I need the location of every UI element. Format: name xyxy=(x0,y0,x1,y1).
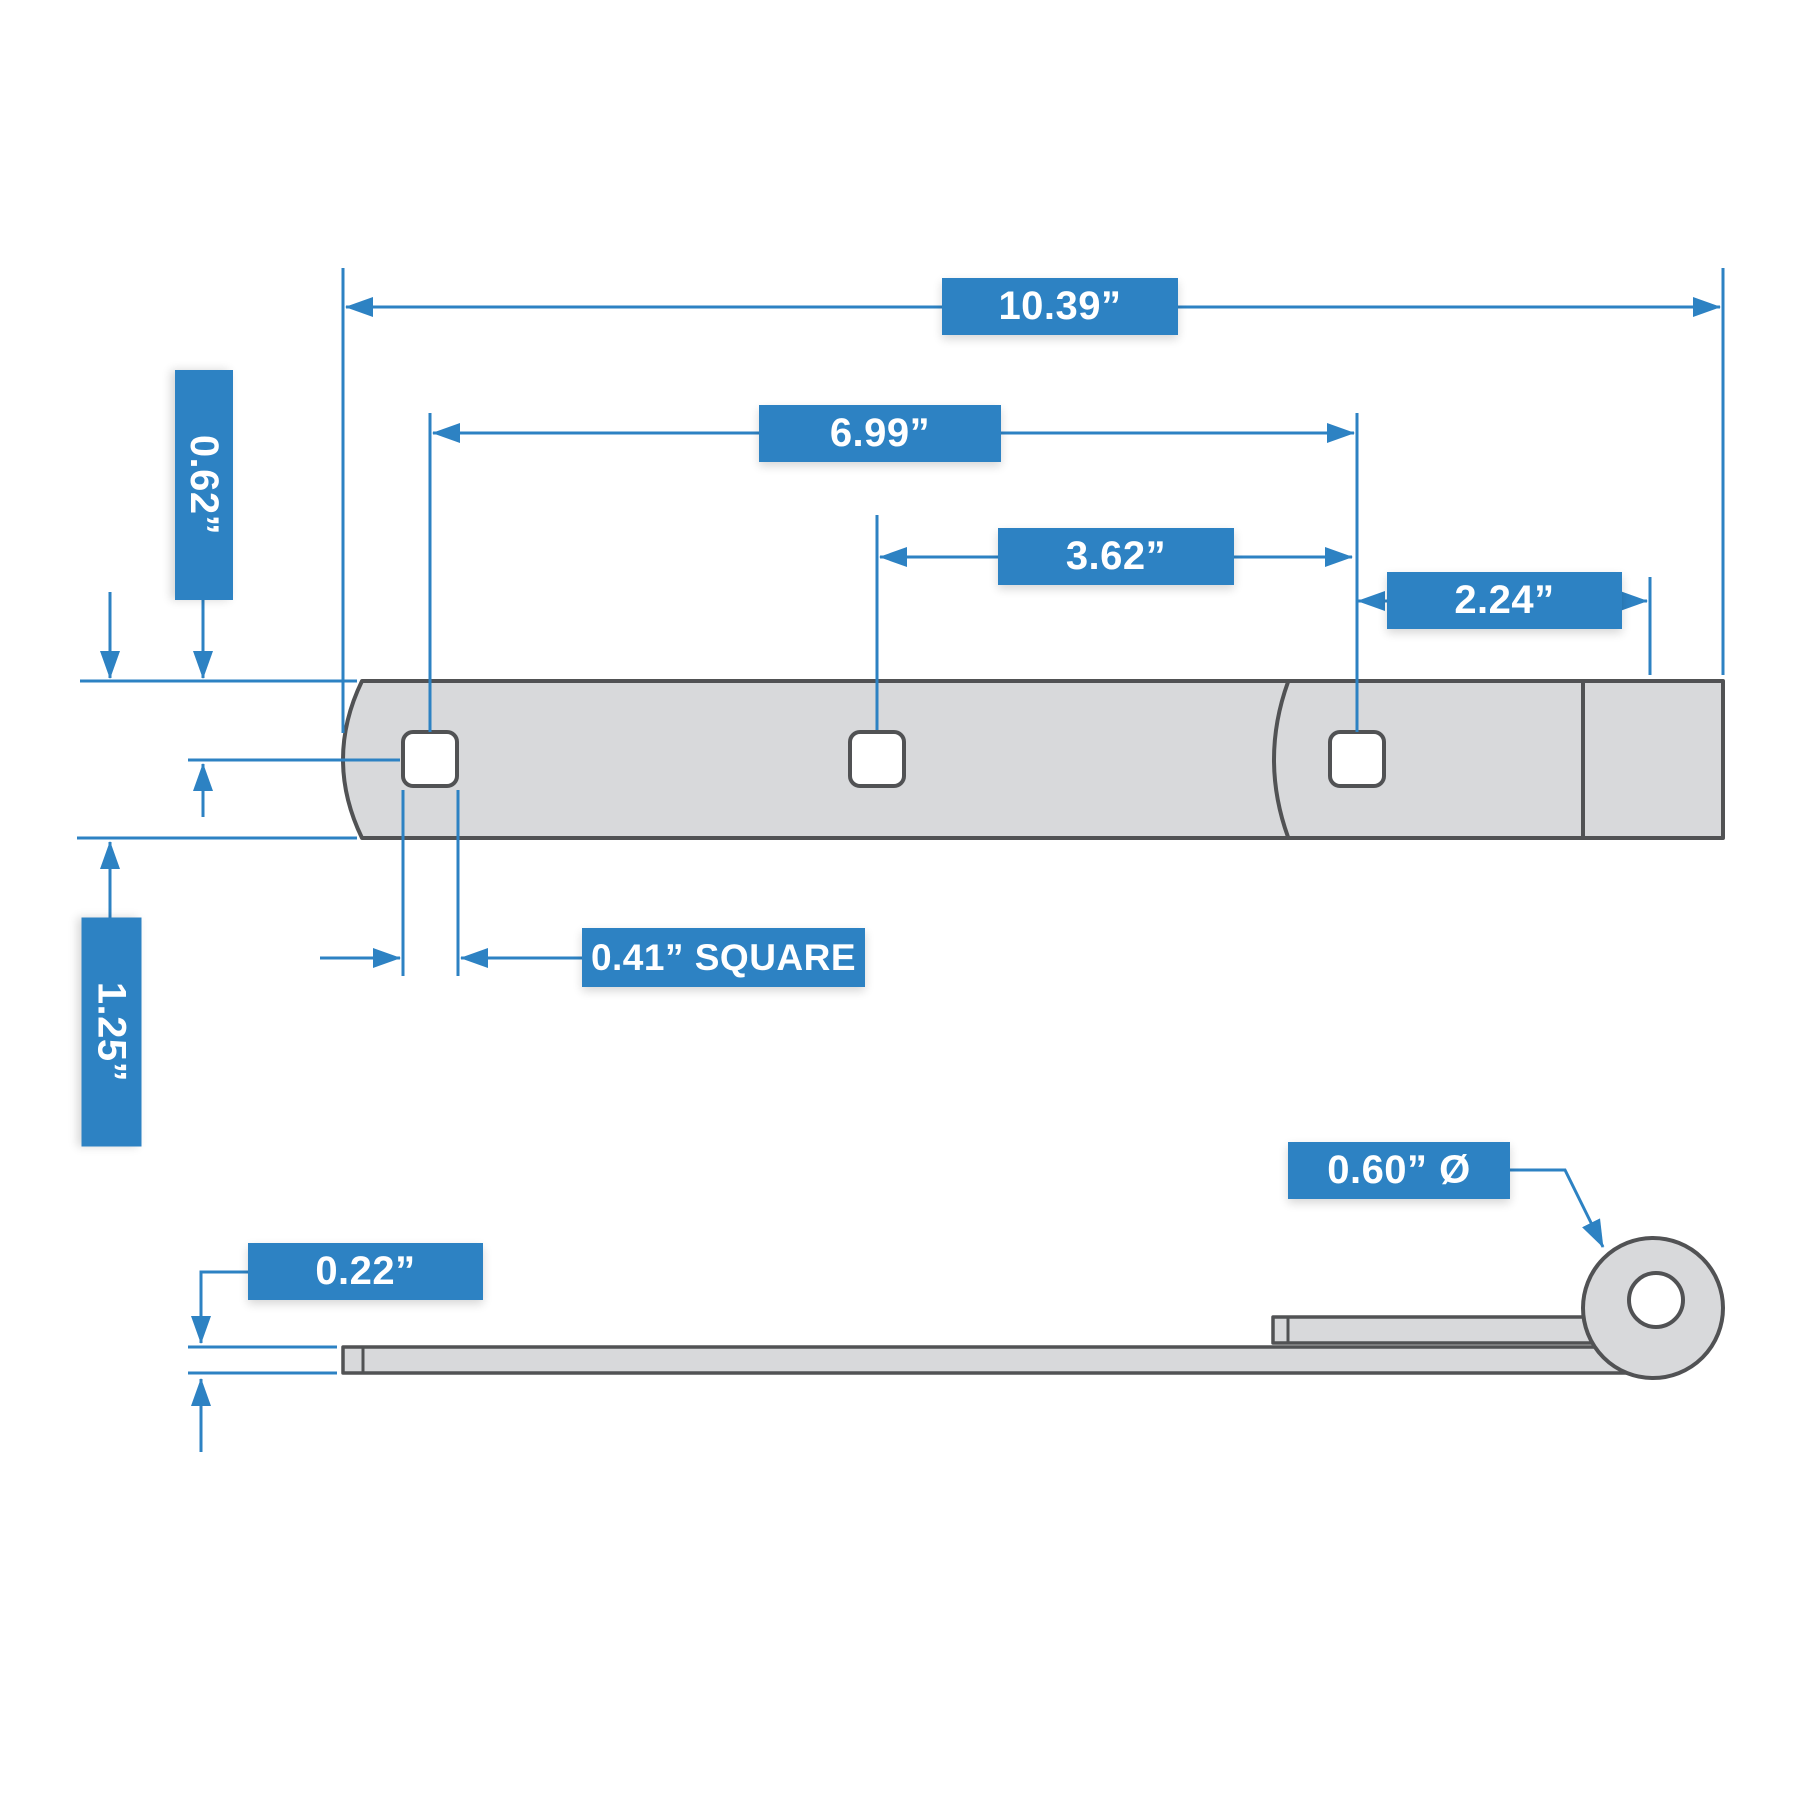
dim-label-hole1-to-hole3: 6.99” xyxy=(759,405,1001,462)
dim-label-hole3-to-pin: 2.24” xyxy=(1387,572,1622,629)
dim-label-thickness: 0.22” xyxy=(248,1243,483,1300)
dim-label-hole-size: 0.41” SQUARE xyxy=(582,928,865,987)
strap-top-view-outline xyxy=(341,679,1725,840)
strap-fold-arc xyxy=(1272,681,1290,838)
square-hole-2 xyxy=(848,730,906,788)
strap-side-view xyxy=(341,1345,1657,1375)
curled-end-stub xyxy=(1271,1315,1615,1345)
dim-label-edge-to-hole-center: 0.62” xyxy=(175,370,233,600)
dim-label-hole2-to-hole3: 3.62” xyxy=(998,528,1234,585)
top-view xyxy=(341,679,1725,840)
square-hole-1 xyxy=(401,730,459,788)
dim-label-pin-diameter: 0.60” Ø xyxy=(1288,1142,1510,1199)
dim-label-overall-length: 10.39” xyxy=(942,278,1178,335)
pin-loop-eye xyxy=(1627,1271,1685,1329)
extension-lines xyxy=(77,268,1725,1375)
dim-label-strap-width: 1.25” xyxy=(81,917,142,1147)
leader-pin-diameter xyxy=(1510,1168,1605,1248)
side-view xyxy=(341,1236,1725,1380)
square-hole-3 xyxy=(1328,730,1386,788)
leader-thickness xyxy=(191,1270,248,1344)
